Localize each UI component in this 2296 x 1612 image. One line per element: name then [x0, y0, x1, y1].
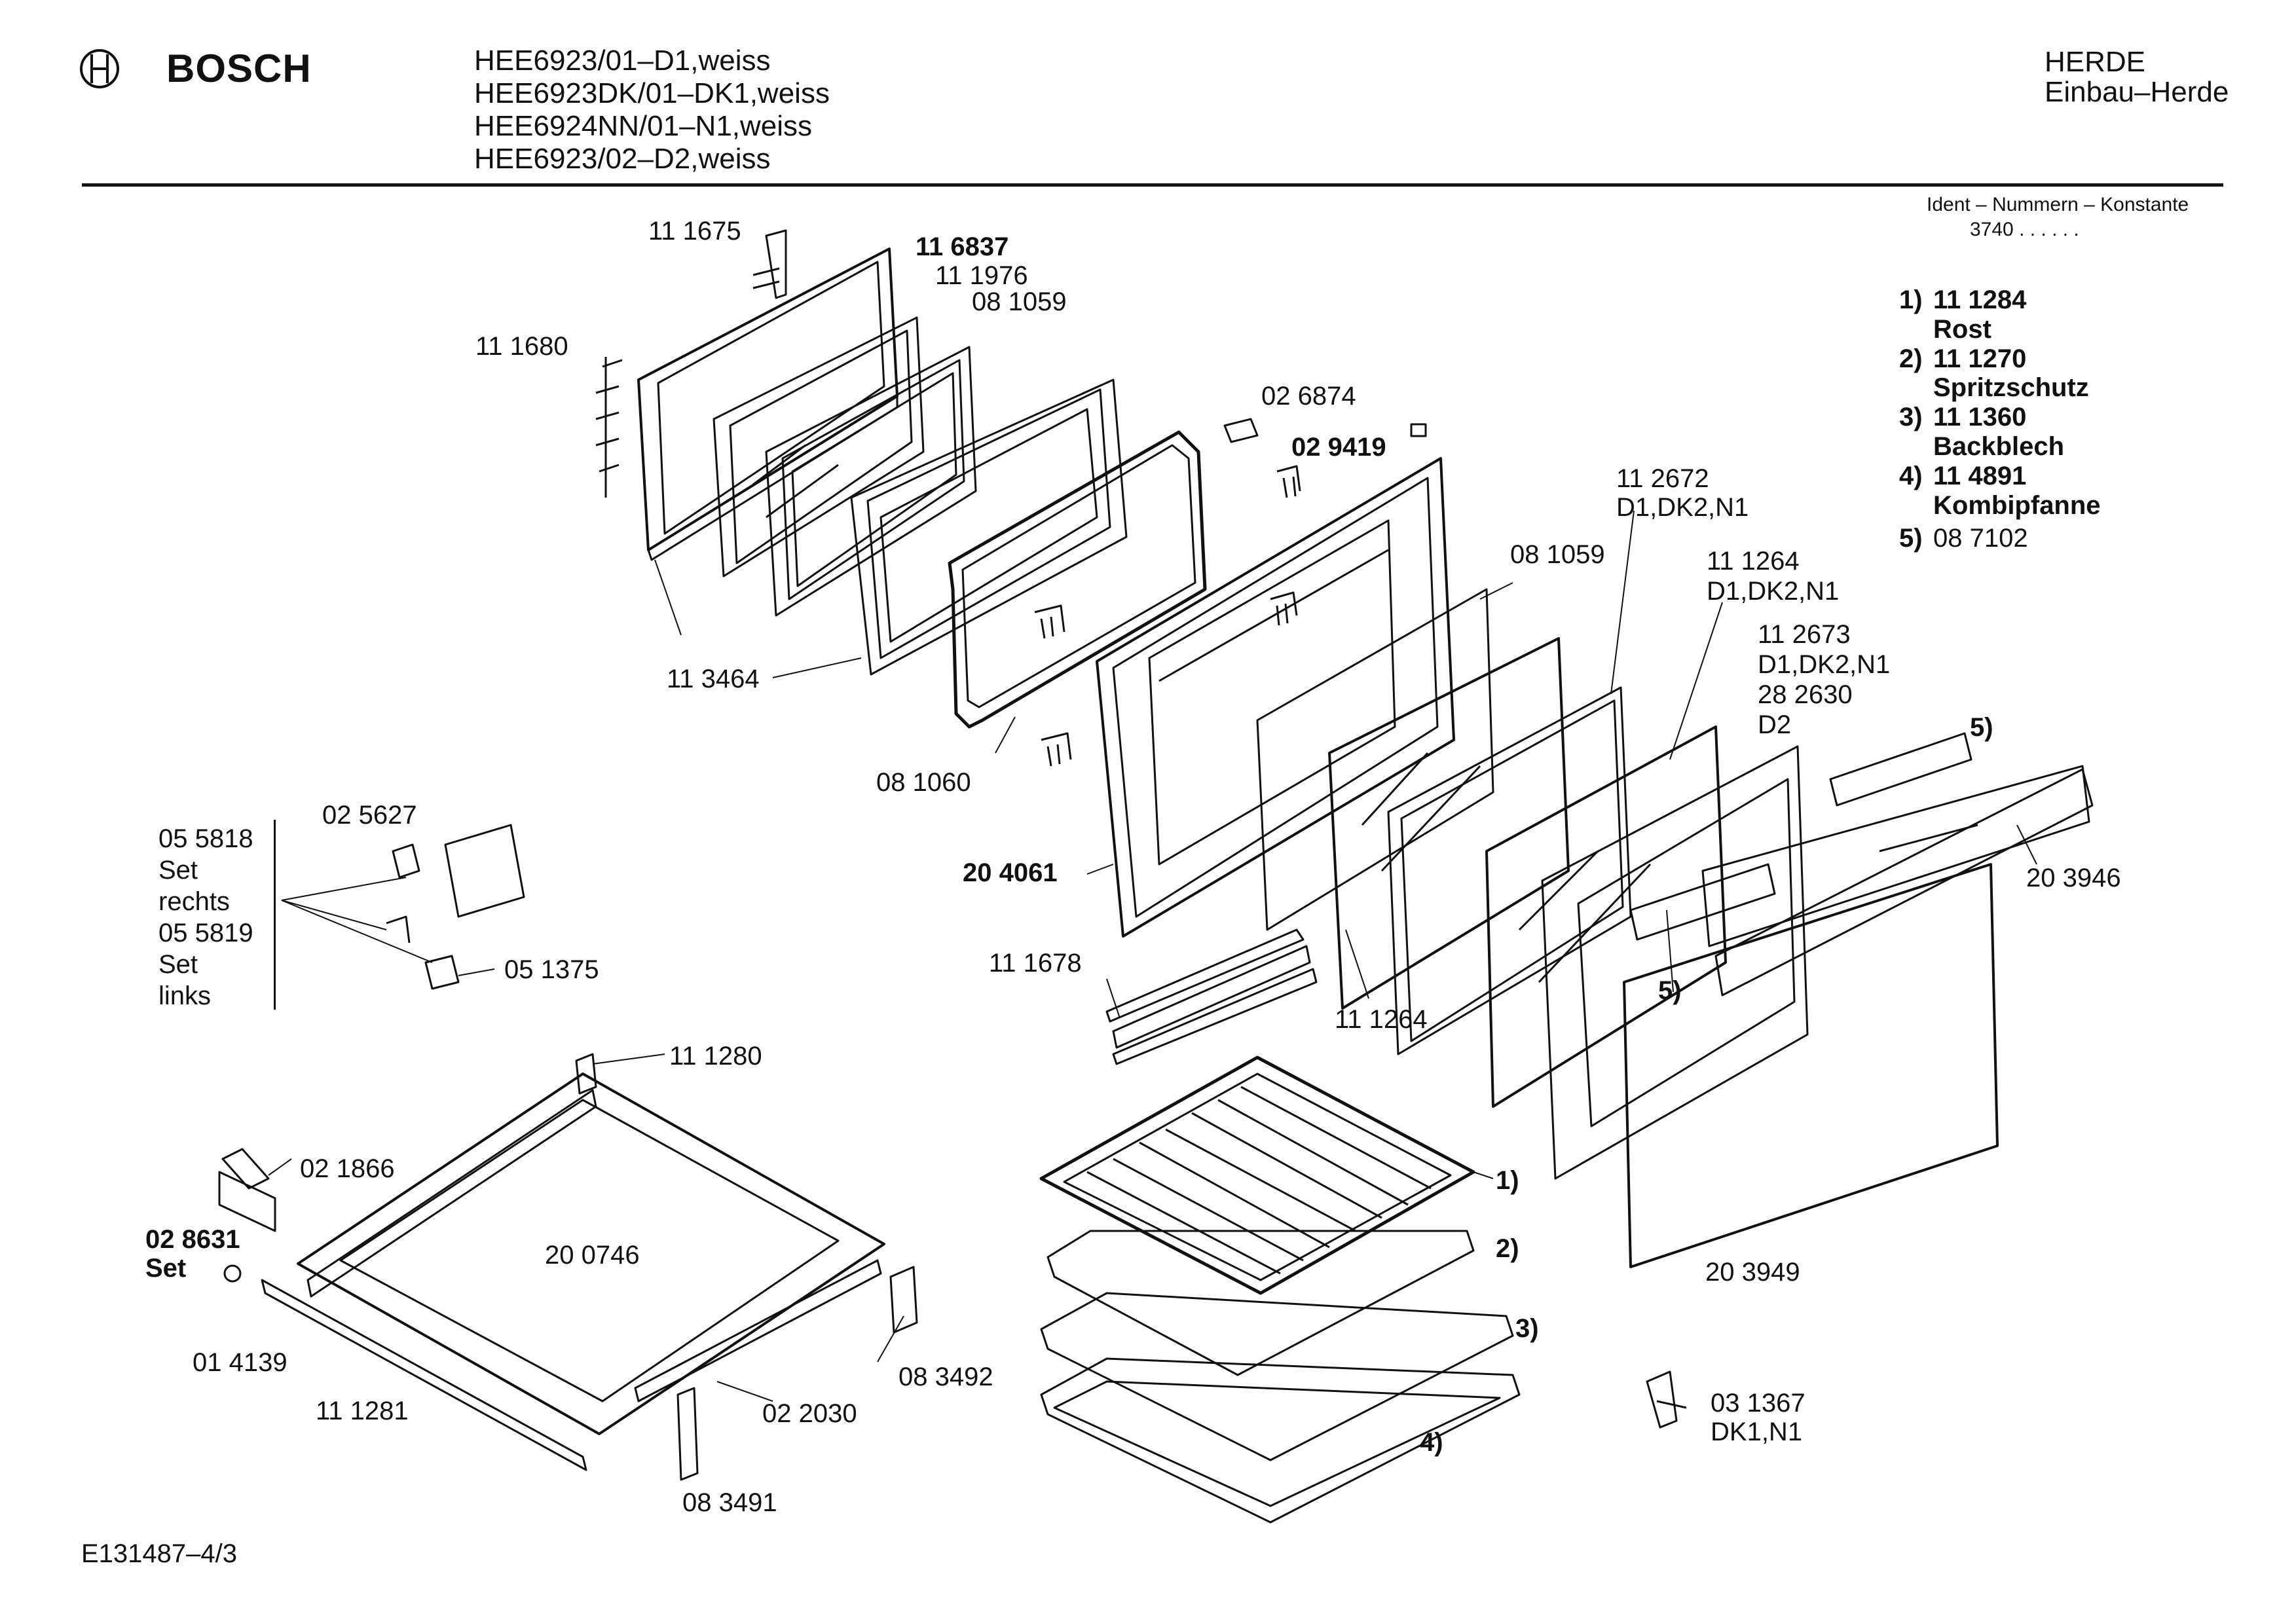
- set-bracket: [274, 820, 276, 1010]
- part-label: 11 1976: [935, 261, 1028, 290]
- part-label: 02 6874: [1261, 382, 1356, 411]
- part-label: 08 3491: [682, 1488, 777, 1517]
- door-seal-frame: [766, 347, 976, 615]
- part-label: 08 1059: [972, 287, 1067, 316]
- part-label: 01 4139: [193, 1348, 287, 1377]
- door-catch-bracket: [1647, 1372, 1686, 1427]
- subcategory: Einbau–Herde: [2045, 76, 2229, 108]
- legend-item-name: Rost: [1933, 314, 1991, 344]
- accessory-marker: 3): [1515, 1314, 1539, 1343]
- door-gasket: [950, 432, 1205, 727]
- part-label: 20 3946: [2026, 864, 2121, 892]
- part-label: 05 5819: [158, 919, 253, 947]
- model-line-1: HEE6923/01–D1,weiss: [474, 45, 771, 77]
- legend-item-name: Spritzschutz: [1933, 373, 2089, 403]
- shelf-rails: [219, 1149, 917, 1480]
- part-label: 11 6837: [916, 232, 1009, 261]
- brand-name: BOSCH: [166, 46, 312, 90]
- part-label: 08 1060: [876, 768, 971, 797]
- part-label: 20 4061: [963, 858, 1058, 887]
- part-label: 11 3464: [667, 665, 760, 693]
- bosch-logo: BOSCH: [79, 46, 312, 91]
- legend-item: 2)11 1270: [1899, 344, 2027, 373]
- part-label: 11 1678: [989, 949, 1082, 978]
- set-label: Set: [145, 1254, 187, 1283]
- part-label: 11 2673: [1758, 620, 1851, 649]
- part-label: 02 1866: [300, 1154, 395, 1183]
- leader-lines: [268, 511, 2037, 1401]
- legend-item: 4)11 4891: [1899, 461, 2027, 490]
- part-label: 20 0746: [545, 1241, 640, 1270]
- model-line-2: HEE6923DK/01–DK1,weiss: [474, 77, 830, 109]
- part-label: 20 3949: [1705, 1258, 1800, 1287]
- part-label: 11 1281: [316, 1397, 409, 1425]
- part-label-variant: DK1,N1: [1711, 1418, 1803, 1446]
- door-handles: [1631, 733, 2092, 995]
- legend-item-name: Kombipfanne: [1933, 490, 2101, 520]
- part-label: 28 2630: [1758, 680, 1853, 709]
- set-label: Set: [158, 950, 198, 979]
- accessory-marker: 5): [1658, 976, 1682, 1005]
- door-inner-frame: [1097, 458, 1454, 936]
- category: HERDE: [2045, 46, 2146, 78]
- part-label: 03 1367: [1711, 1389, 1805, 1418]
- part-label: 11 1675: [648, 217, 741, 246]
- accessory-marker: 2): [1496, 1234, 1519, 1263]
- part-label: 11 1264: [1707, 547, 1800, 576]
- shelf-frame: [298, 1054, 884, 1434]
- part-label: 02 9419: [1291, 433, 1386, 462]
- accessory-marker: 5): [1970, 713, 1993, 742]
- legend-item: 5)08 7102: [1899, 524, 2028, 553]
- part-label-variant: D1,DK2,N1: [1616, 493, 1749, 522]
- part-label: 05 5818: [158, 824, 253, 853]
- header-rule: [82, 183, 2223, 187]
- legend-item: 3)11 1360: [1899, 403, 2027, 432]
- part-label: 02 2030: [762, 1399, 857, 1428]
- clip-parts: [596, 230, 1426, 766]
- part-label-variant: D2: [1758, 710, 1792, 739]
- accessory-marker: 1): [1496, 1166, 1519, 1195]
- set-side: links: [158, 981, 212, 1010]
- oven-rack: [1041, 1057, 1473, 1293]
- hinge-assembly: [386, 825, 524, 989]
- model-line-4: HEE6923/02–D2,weiss: [474, 143, 771, 175]
- part-label-variant: D1,DK2,N1: [1758, 650, 1891, 679]
- part-label: 11 1264: [1335, 1005, 1428, 1034]
- glass-panes: [1257, 589, 1807, 1179]
- oven-trays: [1041, 1231, 1519, 1522]
- legend-item: 1)11 1284: [1899, 285, 2027, 314]
- drawing-code: E131487–4/3: [81, 1539, 238, 1568]
- set-side: rechts: [158, 887, 230, 916]
- accessory-marker: 4): [1420, 1428, 1443, 1457]
- legend-item-name: Backblech: [1933, 431, 2065, 461]
- part-label: 11 2672: [1616, 464, 1709, 493]
- part-label: 08 3492: [898, 1363, 993, 1391]
- ident-title: Ident – Nummern – Konstante: [1927, 194, 2189, 215]
- part-label: 05 1375: [504, 955, 599, 984]
- part-label: 02 8631: [145, 1225, 240, 1254]
- outer-door-panel: [1624, 766, 2089, 1267]
- part-label: 02 5627: [322, 801, 417, 830]
- door-inner-glass: [714, 318, 923, 576]
- part-label: 08 1059: [1510, 540, 1605, 569]
- model-line-3: HEE6924NN/01–N1,weiss: [474, 110, 813, 142]
- part-label-variant: D1,DK2,N1: [1707, 577, 1840, 606]
- door-middle-frame: [851, 380, 1126, 674]
- set-label: Set: [158, 856, 198, 885]
- ident-value: 3740 . . . . . .: [1970, 219, 2079, 240]
- bosch-armature-icon: [80, 48, 119, 88]
- part-label: 11 1280: [669, 1042, 762, 1071]
- rails: [1107, 930, 1316, 1064]
- accessory-legend: 1)11 1284 Rost 2)11 1270 Spritzschutz 3)…: [1899, 285, 2101, 553]
- part-label: 11 1680: [475, 332, 568, 361]
